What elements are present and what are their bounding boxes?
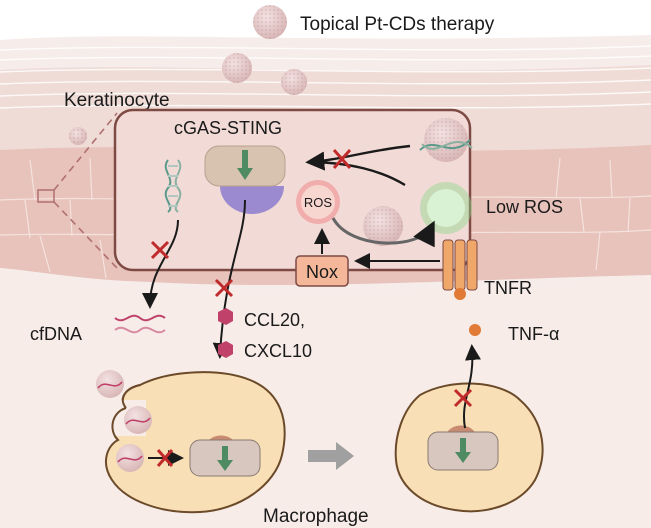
- inhibition-x-icon: [156, 449, 174, 467]
- ros-label: ROS: [304, 195, 333, 210]
- zoom-callout: [37, 112, 118, 269]
- nanoparticle-icon: [419, 118, 473, 162]
- low-ros-icon: [420, 182, 472, 234]
- tnfr-label: TNFR: [484, 278, 532, 298]
- sting-protein-icon: [427, 425, 499, 471]
- nox-box: [295, 255, 349, 287]
- low-ros-label: Low ROS: [486, 197, 563, 217]
- nanoparticle-icon: [253, 5, 287, 39]
- cfdna-label: cfDNA: [30, 324, 82, 344]
- keratinocyte-cell: [113, 108, 472, 272]
- macrophage-label: Macrophage: [263, 506, 369, 527]
- transition-arrow: [308, 442, 354, 470]
- nanoparticle-icon: [124, 406, 152, 434]
- sting-protein-icon: [204, 145, 286, 214]
- cxcl10-label: CXCL10: [244, 341, 312, 361]
- nanoparticle-icon: [281, 69, 307, 95]
- chemokine-icons: [218, 308, 233, 358]
- inhibition-x-icon: [150, 240, 170, 260]
- nanoparticle-icon: [69, 127, 87, 145]
- inhibition-x-icon: [214, 278, 234, 298]
- keratinocyte-label: Keratinocyte: [64, 90, 170, 111]
- therapy-label: Topical Pt-CDs therapy: [300, 14, 495, 35]
- ros-icon: [296, 180, 340, 224]
- tnf-alpha-dot: [469, 324, 481, 336]
- dna-icon: [164, 159, 182, 213]
- nanoparticle-icon: [96, 370, 124, 398]
- nanoparticle-icon: [222, 53, 252, 83]
- dna-icon: [114, 314, 166, 334]
- inhibition-x-icon: [453, 388, 473, 408]
- nanoparticle-icon: [363, 206, 403, 246]
- inhibition-x-icon: [332, 149, 352, 169]
- receptor-icon: [442, 239, 478, 300]
- nanoparticles: [69, 5, 307, 145]
- nanoparticle-icon: [116, 444, 144, 472]
- cgas-sting-label: cGAS-STING: [174, 118, 282, 138]
- nox-label: Nox: [306, 262, 338, 282]
- sting-protein-icon: [189, 435, 261, 477]
- ccl20-label: CCL20,: [244, 310, 305, 330]
- tnf-alpha-label: TNF-α: [508, 324, 559, 344]
